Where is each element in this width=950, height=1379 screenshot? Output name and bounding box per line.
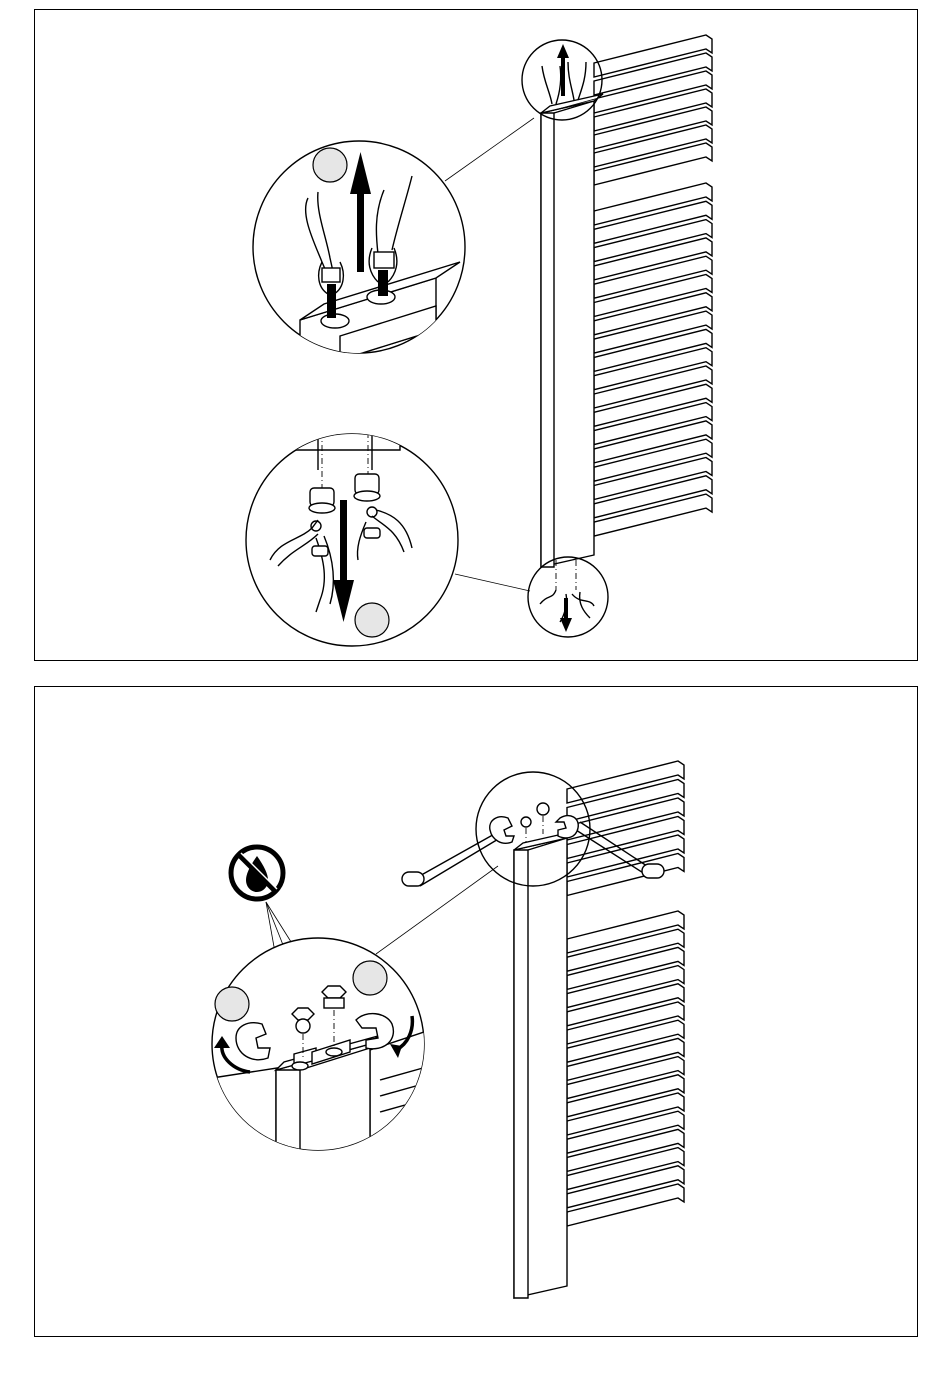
lower-pliers-detail-small (528, 557, 608, 637)
step-marker-right (353, 961, 387, 995)
radiator-slats (567, 761, 684, 1226)
step-marker-lower (355, 603, 389, 637)
step-marker-left (215, 987, 249, 1021)
towel-radiator-top (541, 35, 712, 567)
towel-radiator-bottom (402, 761, 684, 1298)
wrench-detail (212, 938, 430, 1160)
step-marker-upper (313, 148, 347, 182)
callout-leader-wrench (376, 866, 498, 954)
callout-leader-upper (445, 118, 534, 181)
no-oil-icon (231, 847, 283, 899)
radiator-slats (594, 35, 712, 536)
upper-pliers-detail (253, 141, 465, 372)
lower-pliers-detail (246, 428, 458, 646)
callout-leader-lower (455, 574, 530, 591)
